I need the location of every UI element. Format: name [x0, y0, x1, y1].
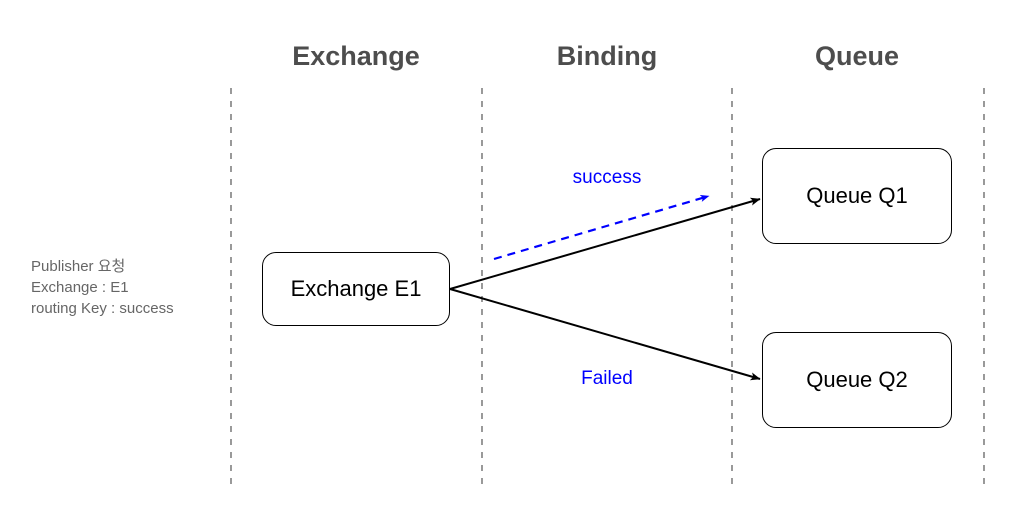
node-queue-q2[interactable]: Queue Q2 [762, 332, 952, 428]
publisher-note-line-3: routing Key : success [31, 300, 174, 317]
publisher-note-line-2: Exchange : E1 [31, 279, 129, 296]
publisher-note: Publisher 요청 Exchange : E1 routing Key :… [31, 256, 174, 319]
node-exchange-e1[interactable]: Exchange E1 [262, 252, 450, 326]
publisher-note-line-1: Publisher 요청 [31, 258, 126, 275]
node-queue-q2-label: Queue Q2 [806, 367, 908, 392]
edge-routing-key-success-flow [493, 194, 710, 261]
edge-exchange-to-queue-q2 [449, 288, 761, 381]
column-title-exchange: Exchange [292, 41, 420, 71]
column-title-binding: Binding [556, 41, 658, 71]
node-queue-q1-label: Queue Q1 [806, 183, 908, 208]
edge-label-success: success [572, 167, 642, 188]
edge-label-failed: Failed [581, 368, 633, 389]
column-title-queue: Queue [814, 41, 900, 71]
lane-dividers [230, 88, 985, 486]
node-exchange-e1-label: Exchange E1 [290, 276, 422, 301]
edge-exchange-to-queue-q1 [449, 197, 761, 290]
edges [449, 194, 761, 381]
node-queue-q1[interactable]: Queue Q1 [762, 148, 952, 244]
